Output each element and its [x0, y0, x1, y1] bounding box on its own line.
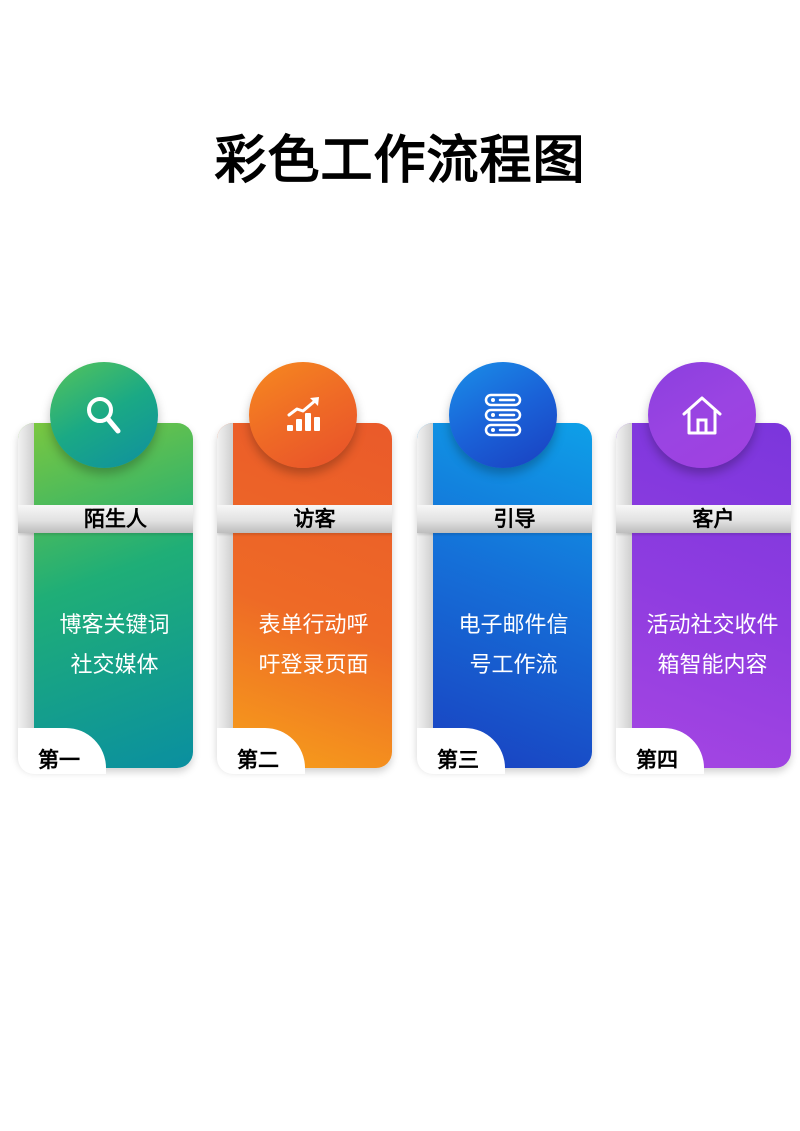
- description-line: 箱智能内容: [657, 653, 768, 678]
- card-label: 引导: [493, 507, 536, 531]
- description-line: 吁登录页面: [258, 653, 369, 678]
- card-label: 访客: [293, 507, 336, 531]
- step-label: 第四: [636, 748, 678, 772]
- card-body: [217, 423, 392, 768]
- flow-card-visitor: 访客 表单行动呼 吁登录页面 第二: [217, 360, 392, 774]
- description-line: 号工作流: [469, 653, 558, 678]
- icon-bubble: [648, 362, 756, 468]
- card-side-strip: [417, 423, 433, 768]
- description-line: 活动社交收件: [646, 613, 779, 638]
- page-title: 彩色工作流程图: [214, 131, 586, 191]
- list-icon: [449, 362, 557, 468]
- card-side-strip: [18, 423, 34, 768]
- home-icon: [648, 362, 756, 468]
- icon-bubble: [449, 362, 557, 468]
- description-line: 表单行动呼: [258, 613, 369, 638]
- card-description: 表单行动呼 吁登录页面: [239, 606, 388, 686]
- icon-bubble: [50, 362, 158, 468]
- icon-bubble: [249, 362, 357, 468]
- card-label: 客户: [692, 507, 735, 531]
- card-side-strip: [217, 423, 233, 768]
- card-label-bar: [417, 505, 592, 533]
- card-label-bar: [217, 505, 392, 533]
- card-side-strip: [616, 423, 632, 768]
- growth-chart-icon: [249, 362, 357, 468]
- card-label: 陌生人: [84, 507, 147, 531]
- search-icon: [50, 362, 158, 468]
- card-body: [616, 423, 791, 768]
- flow-card-customer: 客户 活动社交收件 箱智能内容 第四: [616, 360, 791, 774]
- card-label-bar: [616, 505, 791, 533]
- card-label-bar: [18, 505, 193, 533]
- step-label: 第三: [437, 748, 479, 772]
- step-label: 第一: [38, 748, 80, 772]
- card-description: 电子邮件信 号工作流: [439, 606, 588, 686]
- description-line: 博客关键词: [59, 613, 170, 638]
- description-line: 社交媒体: [70, 653, 159, 678]
- card-body: [18, 423, 193, 768]
- flow-card-lead: 引导 电子邮件信 号工作流 第三: [417, 360, 592, 774]
- card-description: 活动社交收件 箱智能内容: [638, 606, 787, 686]
- flow-card-stranger: 陌生人 博客关键词 社交媒体 第一: [18, 360, 193, 774]
- description-line: 电子邮件信: [458, 613, 569, 638]
- card-body: [417, 423, 592, 768]
- step-label: 第二: [237, 748, 279, 772]
- card-description: 博客关键词 社交媒体: [40, 606, 189, 686]
